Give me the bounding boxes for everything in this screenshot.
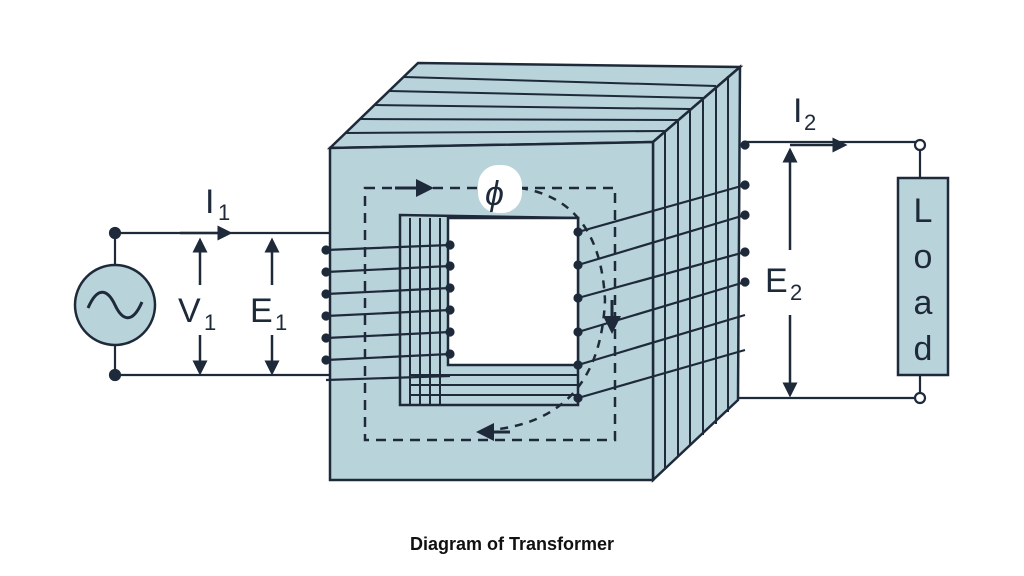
e1-sub: 1 <box>275 310 287 335</box>
i1-sub: 1 <box>218 200 230 225</box>
sine-wave-icon <box>86 290 144 320</box>
e1-label: E <box>250 292 273 330</box>
load-letter: d <box>914 330 933 368</box>
flux-label: ϕ <box>485 175 504 213</box>
core-window <box>446 216 580 367</box>
v1-label: V <box>178 292 201 330</box>
arrows <box>180 137 848 398</box>
i1-label: I <box>205 183 214 221</box>
i2-label: I <box>793 92 802 130</box>
caption: Diagram of Transformer <box>409 534 615 554</box>
load-letter: a <box>914 284 933 322</box>
e2-sub: 2 <box>790 280 802 305</box>
e2-label: E <box>765 262 788 300</box>
load-letter: o <box>914 238 933 276</box>
v1-sub: 1 <box>204 310 216 335</box>
load-letter: L <box>914 192 933 230</box>
load: L o a d <box>896 176 950 377</box>
ac-source <box>73 233 157 375</box>
i2-sub: 2 <box>804 110 816 135</box>
